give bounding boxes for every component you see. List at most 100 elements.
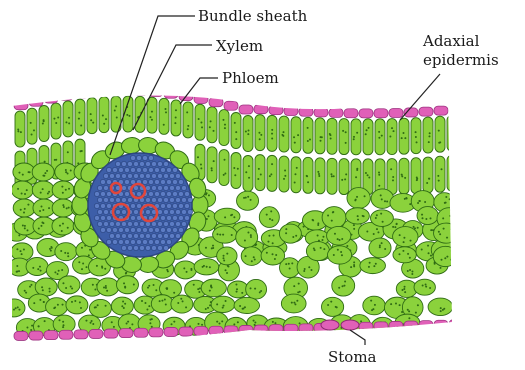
palisade-cell (231, 112, 241, 148)
epidermis-cell (269, 325, 283, 334)
spongy-cell (234, 297, 260, 313)
spongy-cell (434, 223, 459, 243)
epidermis-cell (134, 86, 148, 95)
palisade-cell (411, 118, 421, 154)
epidermis-cell (434, 320, 448, 329)
epidermis-cell (344, 109, 358, 118)
palisade-cell (99, 97, 109, 133)
epidermis-cell (134, 328, 148, 337)
spongy-cell (393, 247, 416, 263)
spongy-cell (241, 247, 262, 266)
palisade-cell (207, 147, 217, 183)
epidermis-cell (314, 108, 328, 117)
epidermis-cell (254, 325, 268, 334)
spongy-cell (151, 295, 173, 313)
palisade-cell (387, 119, 397, 155)
epidermis-cell (104, 86, 118, 95)
spongy-cell (414, 279, 435, 295)
palisade-cell (219, 150, 229, 186)
epidermis-cell (389, 321, 403, 330)
spongy-cell (322, 207, 346, 229)
epidermis-cell (404, 321, 418, 330)
epidermis-cell (74, 330, 88, 339)
epidermis-cell (29, 97, 43, 106)
spongy-cell (217, 247, 237, 265)
epidermis-cell (29, 331, 43, 340)
epidermis-cell (269, 106, 283, 115)
spongy-cell (116, 276, 138, 294)
palisade-cell (27, 108, 37, 144)
palisade-cell (51, 103, 61, 139)
spongy-cell (66, 296, 88, 314)
palisade-cell (447, 155, 457, 191)
spongy-cell (246, 279, 267, 299)
epidermis-cell (119, 329, 133, 338)
epidermis-cell (14, 331, 28, 340)
label-phloem: Phloem (222, 69, 279, 87)
spongy-cell (11, 181, 33, 199)
palisade-cell (423, 117, 433, 153)
epidermis-cell (209, 98, 223, 107)
spongy-cell (347, 188, 370, 209)
epidermis-cell (194, 94, 208, 103)
palisade-cell (15, 111, 25, 147)
spongy-cell (13, 163, 35, 181)
palisade-cell (399, 158, 409, 194)
spongy-cell (55, 243, 77, 261)
epidermis-cell (59, 330, 73, 339)
spongy-cell (33, 199, 55, 217)
palisade-cell (255, 155, 265, 191)
palisade-cell (231, 152, 241, 188)
epidermis-cell (359, 109, 373, 118)
epidermis-cell (74, 89, 88, 98)
spongy-cell (371, 210, 394, 227)
palisade-cell (279, 156, 289, 192)
epidermis-cell (284, 324, 298, 333)
epidermis-cell (194, 327, 208, 336)
epidermis-cell (44, 94, 58, 103)
spongy-cell (13, 199, 35, 217)
spongy-cell (214, 208, 240, 224)
spongy-cell (171, 295, 193, 313)
epidermis-cell (224, 326, 238, 335)
spongy-cell (174, 261, 196, 279)
palisade-cell (159, 98, 169, 134)
spongy-cell (360, 258, 386, 274)
epidermis-cell (44, 331, 58, 340)
spongy-cell (52, 217, 74, 235)
epidermis-cell (239, 105, 253, 114)
spongy-cell (417, 207, 438, 225)
palisade-cell (279, 116, 289, 152)
epidermis-cell (164, 89, 178, 98)
spongy-cell (201, 279, 226, 297)
palisade-cell (315, 118, 325, 154)
epidermis-cell (299, 324, 313, 333)
palisade-cell (327, 118, 337, 154)
palisade-cell (75, 99, 85, 135)
palisade-cell (267, 155, 277, 191)
epidermis-cell (389, 108, 403, 117)
epidermis-cell (419, 321, 433, 330)
palisade-cell (303, 157, 313, 193)
palisade-cell (411, 158, 421, 194)
spongy-cell (26, 257, 48, 275)
palisade-cell (219, 110, 229, 146)
spongy-cell (363, 296, 385, 315)
epidermis-cell (299, 107, 313, 116)
epidermis-cell (89, 329, 103, 338)
epidermis-cell (449, 320, 463, 329)
epidermis-cell (209, 326, 223, 335)
palisade-cell (351, 119, 361, 155)
label-xylem: Xylem (216, 37, 263, 55)
epidermis-cell (374, 109, 388, 118)
palisade-cell (195, 104, 205, 140)
palisade-cell (423, 157, 433, 193)
epidermis-cell (164, 327, 178, 336)
epidermis-cell (14, 101, 28, 110)
epidermis-cell (449, 105, 463, 114)
palisade-cell (399, 118, 409, 154)
spongy-cell (327, 226, 351, 245)
spongy-cell (32, 181, 54, 199)
epidermis-cell (254, 105, 268, 114)
palisade-cell (135, 96, 145, 132)
